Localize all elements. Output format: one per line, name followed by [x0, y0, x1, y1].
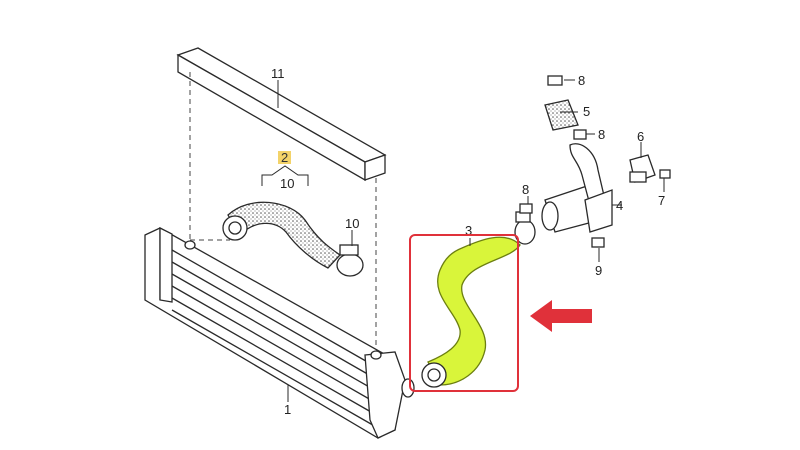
callout-1: 1	[284, 402, 292, 417]
part-1-intercooler	[144, 226, 415, 439]
callout-8-lower: 8	[522, 182, 530, 197]
callout-8-middle: 8	[598, 127, 606, 142]
part-5-gasket	[544, 99, 579, 131]
guide-lines	[189, 72, 377, 350]
callout-8-top: 8	[578, 73, 586, 88]
callout-3: 3	[465, 223, 473, 238]
callout-5: 5	[583, 104, 591, 119]
part-2-hose	[222, 201, 341, 269]
part-6-sensor	[629, 154, 656, 183]
part-4-pipe-assembly	[541, 143, 613, 233]
highlight-box	[409, 234, 519, 392]
callout-4: 4	[616, 198, 624, 213]
callout-10-left: 10	[280, 176, 295, 191]
pointer-arrow	[530, 300, 592, 332]
part-11-air-guide	[176, 47, 387, 182]
callout-6: 6	[637, 129, 645, 144]
callout-9: 9	[595, 263, 603, 278]
callout-11: 11	[271, 66, 285, 81]
callout-10-right: 10	[345, 216, 360, 231]
callout-7: 7	[658, 193, 666, 208]
part-10-clamp	[336, 211, 536, 277]
callout-2: 2	[278, 151, 292, 164]
part-3-highlighted-hose	[421, 236, 521, 388]
leader-lines	[261, 79, 665, 402]
